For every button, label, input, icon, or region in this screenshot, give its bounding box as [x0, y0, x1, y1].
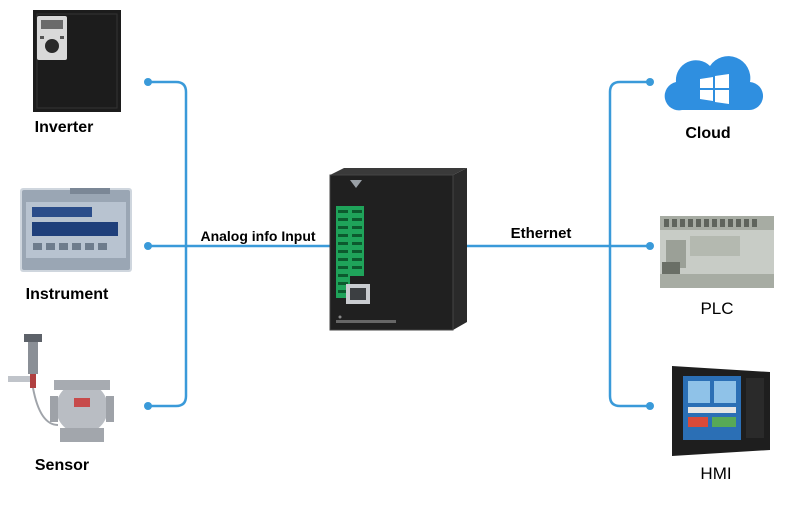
plc-icon: [660, 216, 774, 288]
hmi-label: HMI: [700, 464, 732, 483]
plc-label: PLC: [700, 299, 734, 318]
inverter-label: Inverter: [34, 119, 94, 136]
hmi-panel-icon: [672, 366, 770, 456]
left-bus-lines: [148, 80, 330, 408]
right-bus-lines: [467, 80, 650, 408]
analog-input-label: Analog info Input: [200, 228, 316, 244]
ethernet-io-module-icon: [329, 168, 467, 331]
ethernet-label: Ethernet: [510, 225, 572, 242]
cloud-label: Cloud: [685, 125, 731, 142]
cloud-windows-icon: [664, 56, 764, 111]
inverter-icon: [33, 10, 121, 112]
instrument-label: Instrument: [25, 286, 109, 303]
connection-dots: [144, 78, 654, 410]
sensor-valve-icon: [8, 334, 114, 442]
sensor-label: Sensor: [34, 457, 90, 474]
instrument-icon: [20, 188, 132, 272]
